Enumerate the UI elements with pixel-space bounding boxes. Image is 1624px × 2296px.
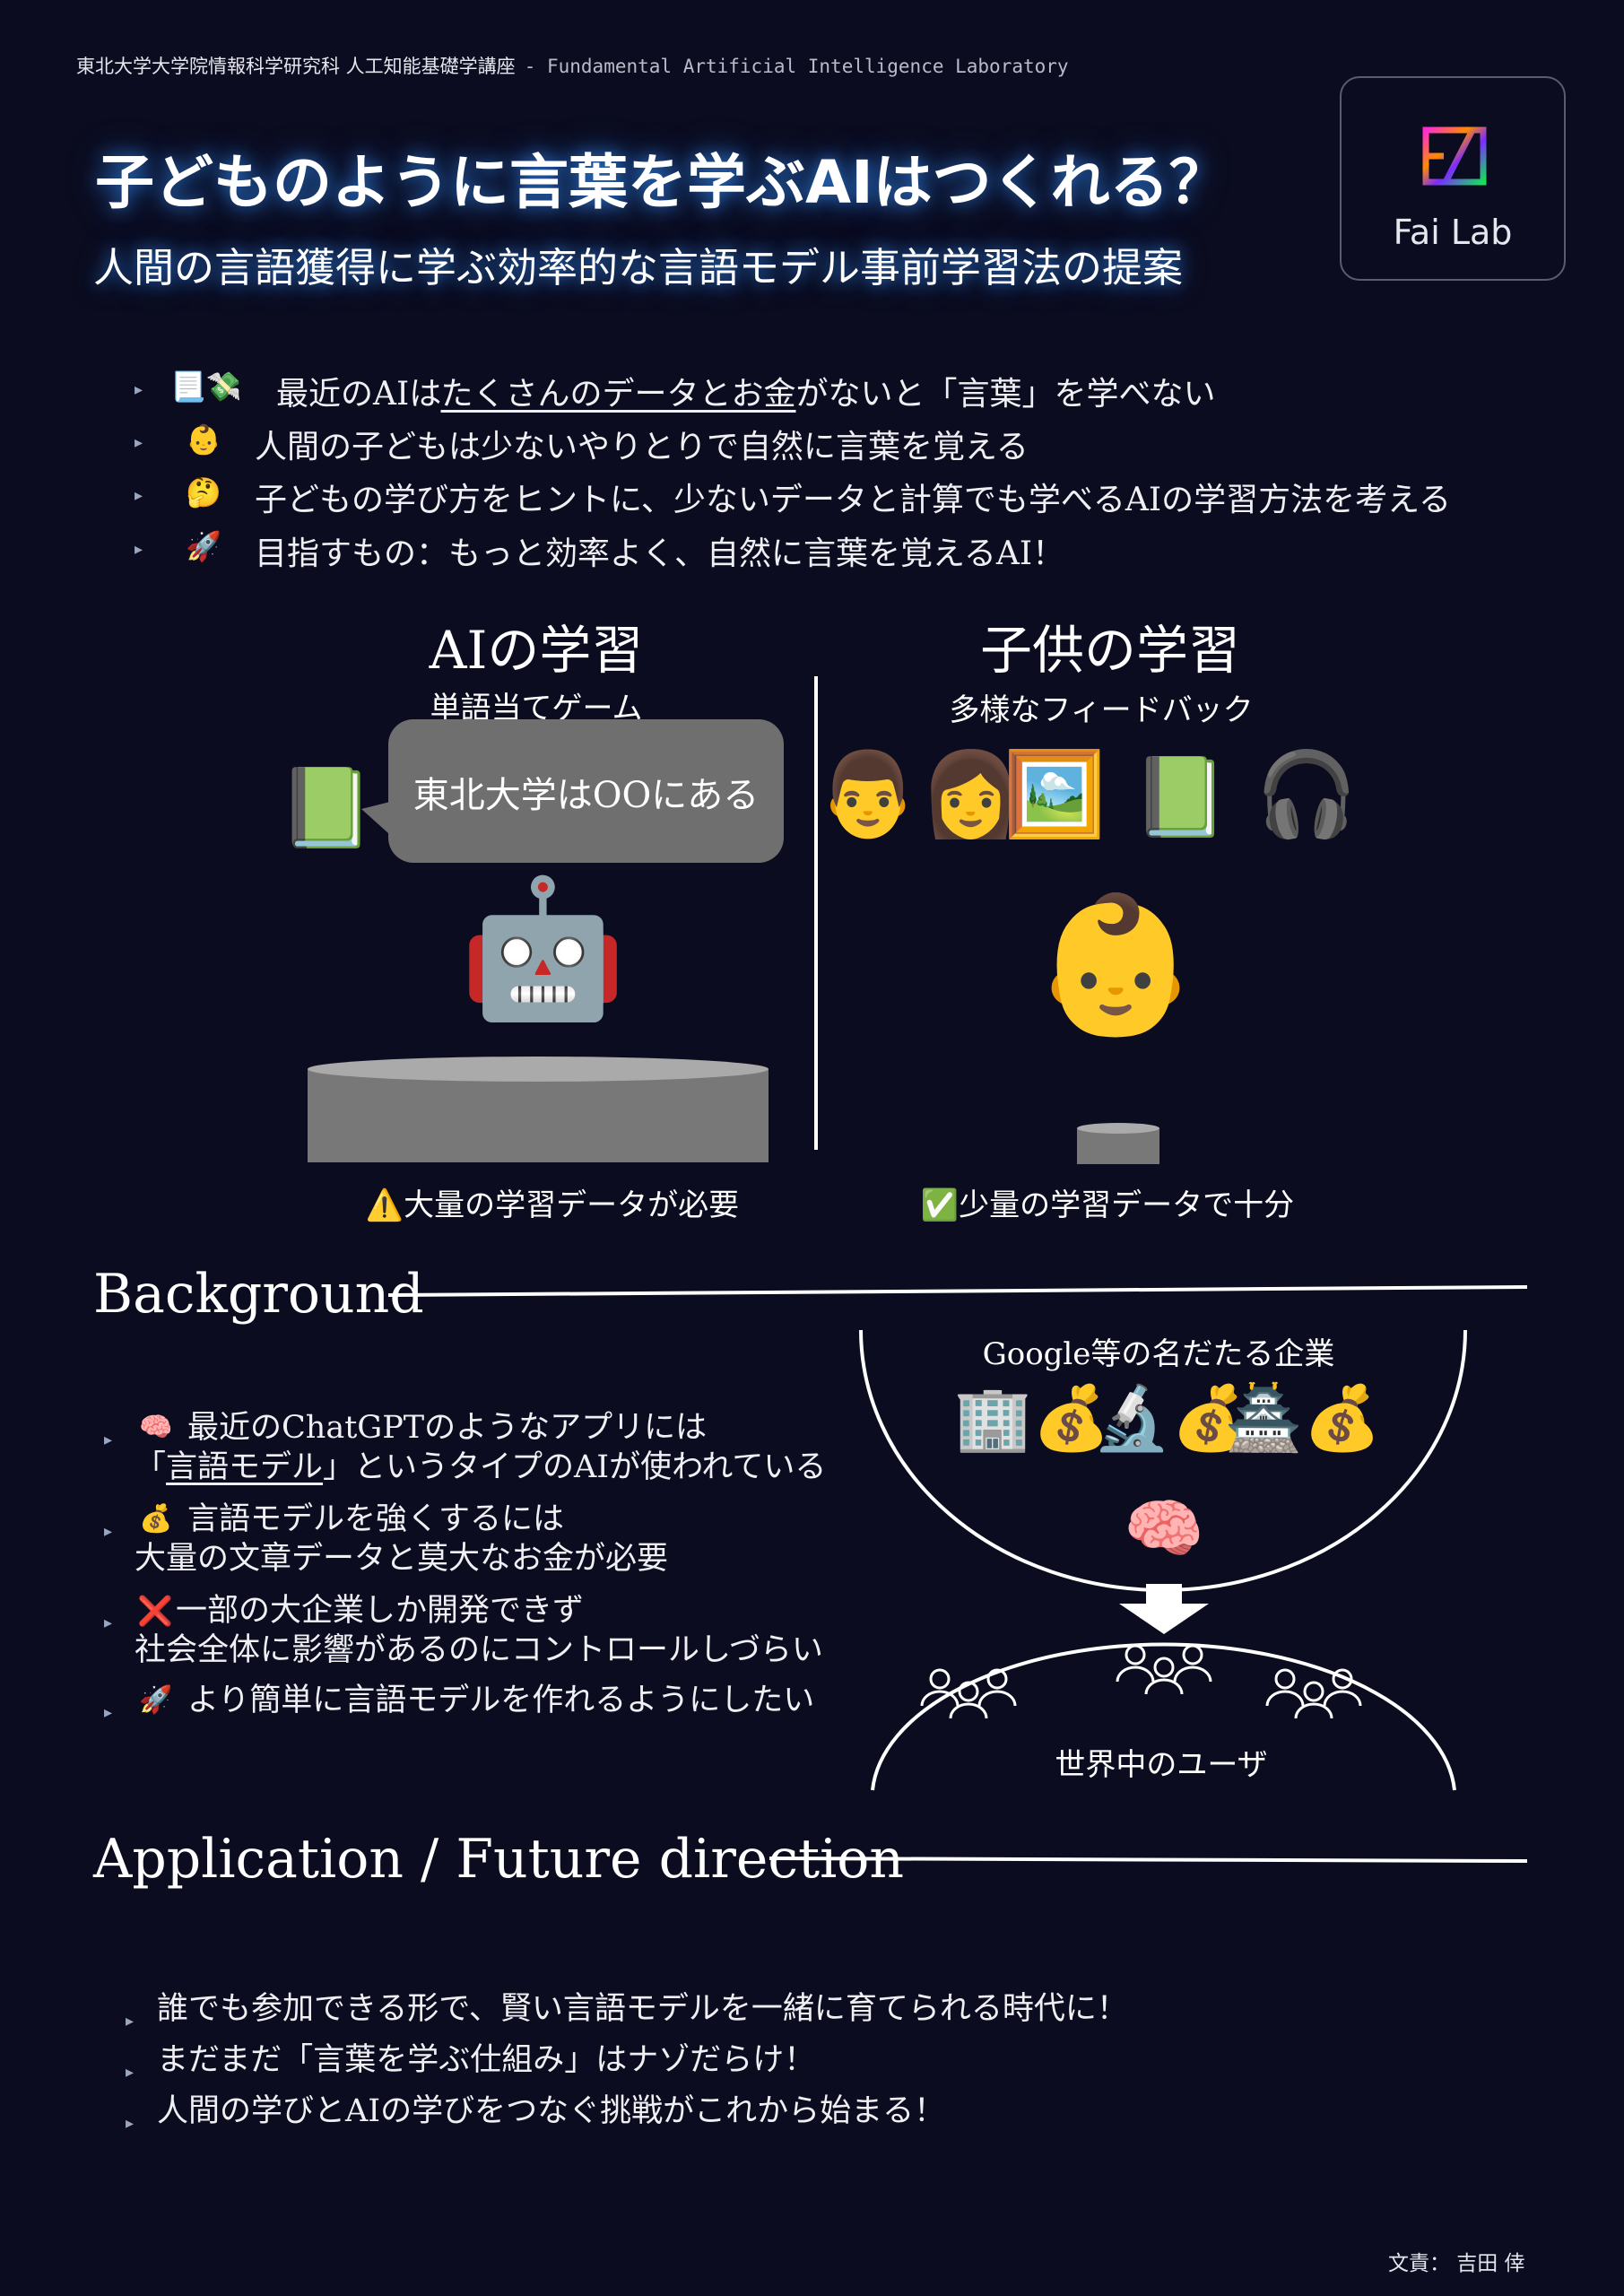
application-text: まだまだ「言葉を学ぶ仕組み」はナゾだらけ！: [157, 2042, 816, 2078]
child-learning-title: 子供の学習: [979, 620, 1241, 681]
application-text: 人間の学びとAIの学びをつなぐ挑戦がこれから始まる！: [157, 2093, 946, 2129]
office-money-icon: 🏢💰: [953, 1381, 1111, 1455]
application-heading: Application / Future direction: [93, 1828, 905, 1891]
down-arrow-icon: [1119, 1584, 1209, 1634]
background-text: 言語モデルを強くするには: [187, 1501, 565, 1537]
rocket-icon: 🚀: [186, 529, 221, 563]
castle-money-icon: 🏯💰: [1224, 1381, 1382, 1455]
application-text: 誰でも参加できる形で、賢い言語モデルを一緒に育てられる時代に！: [157, 1991, 1128, 2027]
companies-label: Google等の名だたる企業: [982, 1336, 1335, 1372]
child-note-text: 少量の学習データで十分: [959, 1187, 1295, 1223]
background-text: 一部の大企業しか開発できず: [176, 1593, 585, 1629]
ai-note-text: 大量の学習データが必要: [404, 1187, 740, 1223]
parents-icon: 👨‍👩: [816, 746, 1022, 842]
thinking-icon: 🤔: [186, 475, 221, 509]
author-credit: 文責： 吉田 倖: [1388, 2252, 1525, 2275]
page-title: 子どものように言葉を学ぶAIはつくれる？: [95, 148, 1229, 217]
fai-lab-logo: Fai Lab: [1340, 76, 1566, 281]
logo-mark-icon: [1422, 126, 1487, 186]
ai-note: ⚠️大量の学習データが必要: [366, 1180, 739, 1224]
users-label: 世界中のユーザ: [1055, 1747, 1268, 1783]
background-text: より簡単に言語モデルを作れるようにしたい: [187, 1683, 815, 1718]
headphones-icon: 🎧: [1255, 746, 1359, 842]
users-group-icon: [920, 1644, 1362, 1719]
robot-icon: 🤖: [459, 871, 627, 1027]
receipt-money-icon: 📃💸: [170, 370, 242, 404]
warning-icon: ⚠️: [365, 1187, 404, 1223]
rocket-icon: 🚀: [139, 1684, 173, 1716]
language-model-term: 言語モデル: [166, 1449, 324, 1485]
child-note: ✅少量の学習データで十分: [921, 1180, 1294, 1224]
intro-text: がないと「言葉」を学べない: [795, 376, 1216, 413]
divider: [814, 676, 818, 1150]
background-text: 大量の文章データと莫大なお金が必要: [135, 1541, 669, 1577]
lab-name-en: - Fundamental Artificial Intelligence La…: [524, 56, 1069, 77]
picture-frame-icon: 🖼️: [1003, 746, 1107, 842]
intro-underlined: たくさんのデータとお金: [440, 376, 796, 413]
cross-icon: ❌: [137, 1594, 173, 1628]
book-icon: 📗: [1132, 752, 1229, 842]
heading-rule: [387, 1285, 1528, 1297]
affiliation-header: 東北大学大学院情報科学研究科 人工知能基礎学講座 - Fundamental Ar…: [76, 52, 1069, 79]
affiliation: 東北大学大学院情報科学研究科 人工知能基礎学講座: [76, 56, 516, 77]
intro-text: 目指すもの：もっと効率よく、自然に言葉を覚えるAI！: [255, 535, 1065, 572]
background-heading: Background: [93, 1263, 424, 1326]
money-bag-icon: 💰: [139, 1503, 173, 1535]
baby-icon: 👶: [1031, 887, 1200, 1043]
heading-rule: [769, 1857, 1528, 1863]
microscope-money-icon: 🔬💰: [1092, 1381, 1250, 1455]
intro-text: 人間の子どもは少ないやりとりで自然に言葉を覚える: [255, 429, 1029, 465]
company-user-diagram: [859, 1329, 1467, 1791]
background-text: 最近のChatGPTのようなアプリには: [187, 1410, 708, 1446]
intro-text: 最近のAIは: [276, 376, 441, 413]
child-learning-subtitle: 多様なフィードバック: [949, 692, 1254, 728]
brain-icon: 🧠: [139, 1412, 173, 1443]
brain-icon: 🧠: [1124, 1491, 1204, 1566]
small-data-cylinder: [1077, 1123, 1159, 1164]
users-dome: [871, 1642, 1456, 1791]
page-subtitle: 人間の言語獲得に学ぶ効率的な言語モデル事前学習法の提案: [93, 244, 1184, 291]
check-icon: ✅: [920, 1187, 960, 1223]
intro-text: 子どもの学び方をヒントに、少ないデータと計算でも学べるAIの学習方法を考える: [255, 482, 1452, 518]
background-text: 社会全体に影響があるのにコントロールしづらい: [135, 1632, 823, 1668]
baby-icon: 👶: [186, 422, 221, 457]
ai-learning-title: AIの学習: [429, 620, 644, 681]
bubble-text: 東北大学はOOにある: [413, 775, 760, 816]
logo-text: Fai Lab: [1393, 213, 1513, 252]
book-icon: 📗: [278, 763, 375, 853]
large-data-cylinder: [308, 1057, 769, 1162]
speech-bubble: 東北大学はOOにある: [361, 719, 784, 863]
